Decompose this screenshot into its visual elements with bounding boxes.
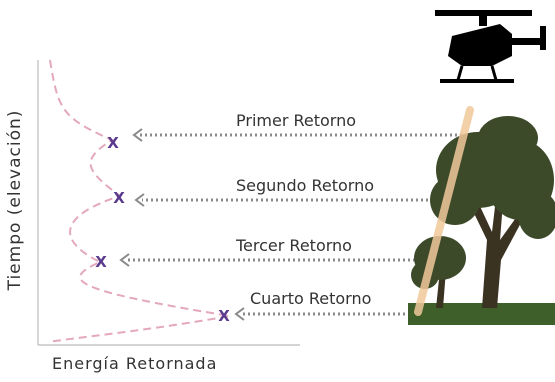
helicopter-icon bbox=[435, 10, 546, 83]
y-axis-label: Tiempo (elevación) bbox=[5, 109, 25, 291]
return-marker-1: X bbox=[107, 134, 119, 152]
return-label-1: Primer Retorno bbox=[236, 111, 357, 130]
arrow-heads bbox=[119, 128, 245, 321]
arrow-head-3 bbox=[119, 253, 130, 267]
main-rotor bbox=[435, 10, 532, 16]
return-label-2: Segundo Retorno bbox=[236, 176, 374, 195]
tail-rotor bbox=[540, 26, 546, 50]
x-axis-label: Energía Retornada bbox=[52, 354, 218, 373]
ground bbox=[408, 303, 555, 325]
arrow-head-1 bbox=[132, 128, 143, 142]
rotor-mast bbox=[479, 16, 487, 26]
helicopter-body bbox=[448, 24, 512, 66]
return-marker-4: X bbox=[218, 307, 230, 325]
tail-boom bbox=[508, 38, 543, 45]
return-label-3: Tercer Retorno bbox=[236, 236, 352, 255]
return-waveform bbox=[47, 59, 231, 343]
return-marker-3: X bbox=[95, 253, 107, 271]
return-arrows bbox=[127, 133, 462, 316]
skid-strut-back bbox=[490, 65, 498, 81]
tree-trunk bbox=[470, 190, 523, 308]
tree-icon bbox=[408, 106, 555, 325]
laser-beam bbox=[414, 106, 474, 316]
return-label-4: Cuarto Retorno bbox=[250, 289, 372, 308]
return-marker-2: X bbox=[113, 189, 125, 207]
arrow-head-2 bbox=[134, 193, 145, 207]
skid-strut-front bbox=[456, 65, 464, 81]
arrow-head-4 bbox=[234, 307, 245, 321]
